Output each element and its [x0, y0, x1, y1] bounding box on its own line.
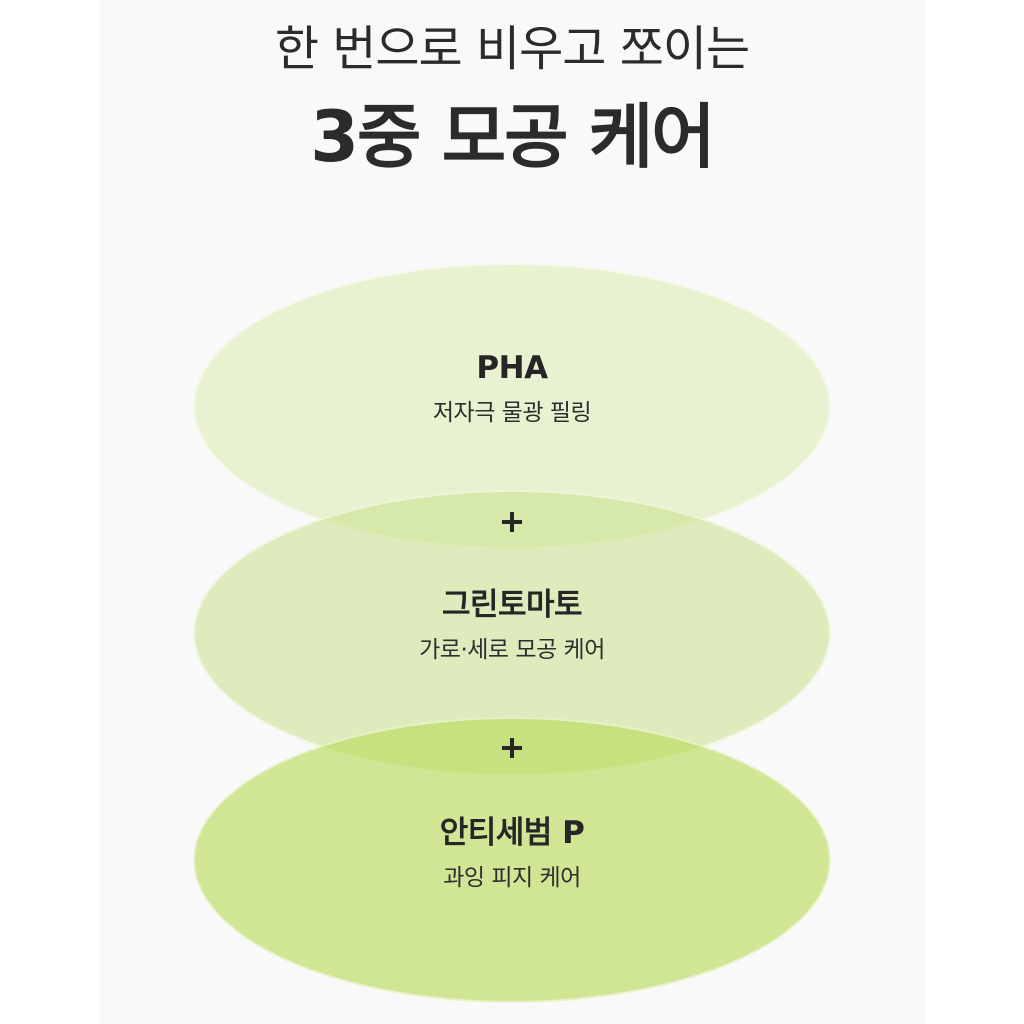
- ingredient-name: 안티세범 P: [439, 815, 585, 851]
- ingredient-description: 과잉 피지 케어: [443, 865, 581, 891]
- ingredient-description: 저자극 물광 필링: [432, 400, 592, 426]
- ingredient-label-antisebum: 안티세범 P 과잉 피지 케어: [193, 813, 831, 893]
- ingredient-label-green-tomato: 그린토마토 가로·세로 모공 케어: [193, 585, 831, 665]
- plus-icon: [496, 732, 528, 764]
- ingredient-description: 가로·세로 모공 케어: [419, 637, 605, 663]
- ingredient-ellipse-antisebum: [193, 717, 831, 1003]
- ingredient-name: 그린토마토: [441, 587, 583, 623]
- headline-subtitle: 한 번으로 비우고 쪼이는: [274, 21, 750, 77]
- ingredient-name: PHA: [476, 350, 548, 386]
- ingredient-label-pha: PHA 저자극 물광 필링: [193, 348, 831, 428]
- headline-title: 3중 모공 케어: [310, 96, 715, 178]
- plus-icon: [496, 506, 528, 538]
